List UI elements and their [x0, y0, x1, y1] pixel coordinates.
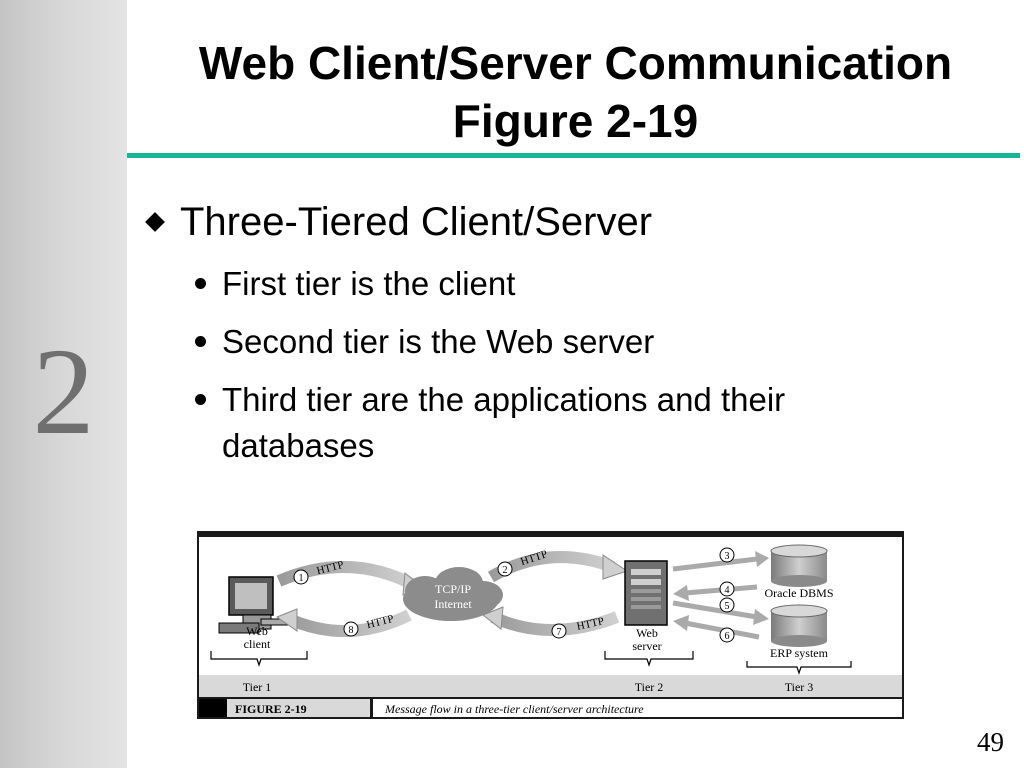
dot-bullet-icon: [195, 278, 206, 289]
tier-2-label: Tier 2: [635, 680, 664, 694]
figure-2-19: Web client 1 HTTP 8 HTTP TCP/IP Internet…: [197, 531, 904, 719]
diamond-bullet-icon: [145, 212, 165, 232]
erp-system-label: ERP system: [770, 646, 829, 660]
slide-title: Web Client/Server Communication Figure 2…: [127, 34, 1024, 150]
sub-bullet-2: Second tier is the Web server: [222, 323, 655, 360]
dot-bullet-icon: [195, 336, 206, 347]
cloud-label-2: Internet: [434, 597, 472, 611]
web-server-label-1: Web: [636, 626, 658, 640]
step-7-label: 7: [557, 627, 562, 638]
sub-bullet-3: Third tier are the applications and thei…: [222, 381, 786, 418]
figure-diagram: Web client 1 HTTP 8 HTTP TCP/IP Internet…: [199, 533, 902, 717]
dot-bullet-icon: [195, 394, 206, 405]
oracle-dbms-label: Oracle DBMS: [765, 586, 834, 600]
database-icon: [770, 544, 828, 587]
step-2-label: 2: [503, 565, 508, 576]
arrow-1-label: HTTP: [315, 559, 345, 577]
step-4-label: 4: [725, 585, 730, 596]
title-line-1: Web Client/Server Communication: [198, 37, 953, 89]
step-6-label: 6: [725, 631, 730, 642]
computer-icon: [218, 576, 290, 634]
internet-cloud-icon: [403, 567, 503, 621]
web-server-label-2: server: [632, 639, 661, 653]
title-line-2: Figure 2-19: [452, 95, 699, 147]
side-band: [0, 0, 127, 768]
tier-3-label: Tier 3: [785, 680, 814, 694]
title-underline: [127, 153, 1020, 158]
cloud-label-1: TCP/IP: [435, 582, 471, 596]
step-3-label: 3: [725, 551, 730, 562]
web-client-label-1: Web: [246, 624, 268, 638]
chapter-number: 2: [32, 323, 95, 460]
database-icon: [770, 604, 828, 647]
arrow-7-label: HTTP: [576, 615, 605, 632]
step-5-label: 5: [725, 601, 730, 612]
step-1-label: 1: [299, 573, 304, 584]
sub-bullet-3-cont: databases: [222, 427, 375, 464]
web-server-icon: [624, 560, 668, 626]
step-8-label: 8: [349, 625, 354, 636]
figure-caption-label: FIGURE 2-19: [235, 702, 307, 716]
tier-1-label: Tier 1: [243, 680, 272, 694]
bullet-main: Three-Tiered Client/Server: [180, 200, 653, 244]
sub-bullet-1: First tier is the client: [222, 265, 516, 302]
figure-caption-text: Message flow in a three-tier client/serv…: [384, 702, 644, 716]
web-client-label-2: client: [244, 637, 271, 651]
page-number: 49: [977, 727, 1004, 757]
